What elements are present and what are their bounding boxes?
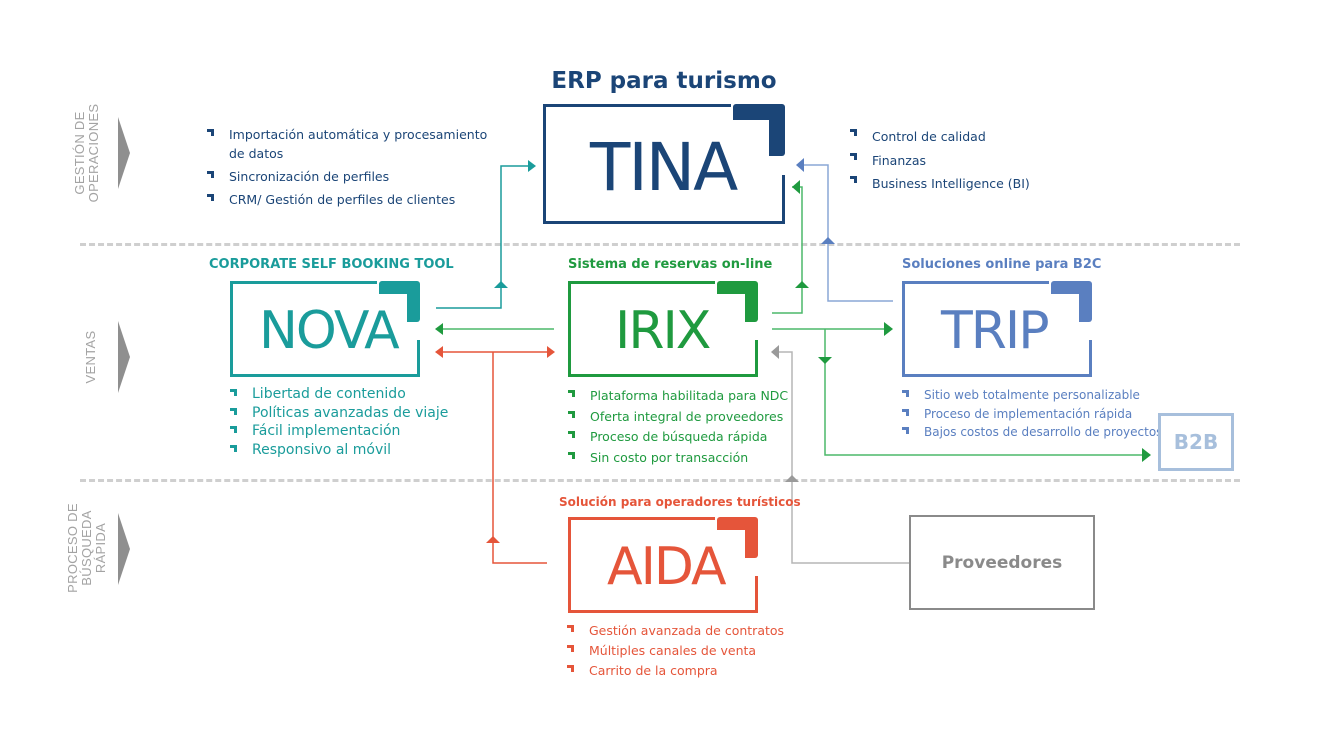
feature-item: Control de calidad — [850, 125, 1030, 149]
bullet-icon — [902, 390, 909, 397]
feature-item: Bajos costos de desarrollo de proyectos — [902, 423, 1162, 442]
tina-name: TINA — [590, 129, 738, 206]
arrow-head-icon — [435, 346, 443, 358]
feature-item: Business Intelligence (BI) — [850, 172, 1030, 196]
irix-name: IRIX — [615, 301, 711, 361]
arrow-head-icon — [494, 281, 508, 288]
connector-nova-tina — [436, 165, 530, 309]
bullet-icon — [902, 408, 909, 416]
arrow-head-icon — [1142, 448, 1151, 462]
feature-item: Políticas avanzadas de viaje — [230, 404, 448, 423]
bullet-icon — [902, 427, 909, 434]
lane-divider — [80, 479, 1240, 482]
proveedores-box[interactable]: Proveedores — [909, 515, 1095, 610]
bullet-icon — [568, 451, 575, 459]
feature-item: Proceso de búsqueda rápida — [568, 427, 788, 448]
aida-features: Gestión avanzada de contratos Múltiples … — [567, 621, 784, 681]
corner-mark-icon — [1051, 281, 1092, 322]
bullet-icon — [230, 426, 237, 433]
arrow-head-icon — [884, 322, 893, 336]
bullet-icon — [568, 431, 575, 438]
lane-arrow-icon — [118, 117, 130, 189]
tina-heading: ERP para turismo — [551, 68, 777, 94]
feature-item: Sin costo por transacción — [568, 448, 788, 469]
tina-features-right: Control de calidad Finanzas Business Int… — [850, 125, 1030, 196]
connector-aida-nova — [492, 352, 547, 564]
bullet-icon — [207, 194, 214, 201]
feature-item: Gestión avanzada de contratos — [567, 621, 784, 641]
arrow-head-icon — [795, 281, 809, 288]
proveedores-name: Proveedores — [941, 553, 1063, 573]
arrow-head-icon — [818, 357, 832, 364]
bullet-icon — [568, 390, 575, 397]
bullet-icon — [850, 152, 857, 160]
feature-item: Oferta integral de proveedores — [568, 407, 788, 428]
lane-arrow-icon — [118, 321, 130, 393]
bullet-icon — [207, 129, 214, 136]
trip-box[interactable]: TRIP — [902, 280, 1099, 377]
feature-item: Libertad de contenido — [230, 385, 448, 404]
arrow-head-icon — [792, 180, 800, 194]
irix-box[interactable]: IRIX — [568, 280, 765, 377]
aida-box[interactable]: AIDA — [568, 516, 765, 613]
feature-item: Sincronización de perfiles — [207, 167, 487, 186]
bullet-icon — [230, 407, 237, 415]
lane-arrow-icon — [118, 513, 130, 585]
nova-name: NOVA — [259, 301, 400, 361]
feature-item: Finanzas — [850, 149, 1030, 173]
feature-item: de datos — [229, 146, 284, 161]
connector-proveedores-irix — [778, 351, 909, 564]
connector-irix-b2b — [824, 329, 1144, 456]
bullet-icon — [850, 176, 857, 183]
feature-item: CRM/ Gestión de perfiles de clientes — [207, 190, 487, 209]
bullet-icon — [567, 665, 574, 672]
bullet-icon — [850, 129, 857, 136]
irix-features: Plataforma habilitada para NDC Oferta in… — [568, 386, 788, 468]
nova-subtitle: CORPORATE SELF BOOKING TOOL — [209, 257, 454, 272]
arrow-head-icon — [547, 346, 555, 358]
bullet-icon — [207, 171, 214, 178]
feature-item: Responsivo al móvil — [230, 441, 448, 460]
aida-name: AIDA — [607, 537, 727, 597]
feature-item: Proceso de implementación rápida — [902, 405, 1162, 424]
tina-box[interactable]: TINA — [543, 103, 791, 224]
bullet-icon — [567, 645, 574, 652]
nova-features: Libertad de contenido Políticas avanzada… — [230, 385, 448, 459]
bullet-icon — [230, 389, 237, 396]
tina-features-left: Importación automática y procesamiento d… — [207, 125, 487, 209]
bullet-icon — [567, 625, 574, 632]
corner-mark-icon — [733, 104, 785, 156]
feature-item: Importación automática y procesamiento — [207, 125, 487, 144]
arrow-head-icon — [435, 323, 443, 335]
arrow-head-icon — [785, 475, 799, 482]
lane-divider — [80, 243, 1240, 246]
corner-mark-icon — [717, 281, 758, 322]
trip-features: Sitio web totalmente personalizable Proc… — [902, 386, 1162, 442]
feature-item: Plataforma habilitada para NDC — [568, 386, 788, 407]
arrow-head-icon — [528, 160, 536, 172]
arrow-head-icon — [771, 345, 779, 359]
trip-name: TRIP — [941, 301, 1050, 361]
arrow-head-icon — [796, 158, 804, 172]
bullet-icon — [230, 444, 237, 452]
b2b-name: B2B — [1173, 430, 1219, 454]
b2b-box[interactable]: B2B — [1158, 413, 1234, 471]
corner-mark-icon — [379, 281, 420, 322]
feature-item: Sitio web totalmente personalizable — [902, 386, 1162, 405]
trip-subtitle: Soluciones online para B2C — [902, 257, 1102, 272]
arrow-head-icon — [821, 237, 835, 244]
feature-item: Carrito de la compra — [567, 661, 784, 681]
feature-item: Fácil implementación — [230, 422, 448, 441]
connector-trip-tina — [800, 164, 893, 302]
aida-subtitle: Solución para operadores turísticos — [559, 495, 801, 509]
corner-mark-icon — [717, 517, 758, 558]
nova-box[interactable]: NOVA — [230, 280, 427, 377]
arrow-head-icon — [486, 536, 500, 543]
bullet-icon — [568, 410, 575, 418]
irix-subtitle: Sistema de reservas on-line — [568, 257, 773, 272]
feature-item: Múltiples canales de venta — [567, 641, 784, 661]
